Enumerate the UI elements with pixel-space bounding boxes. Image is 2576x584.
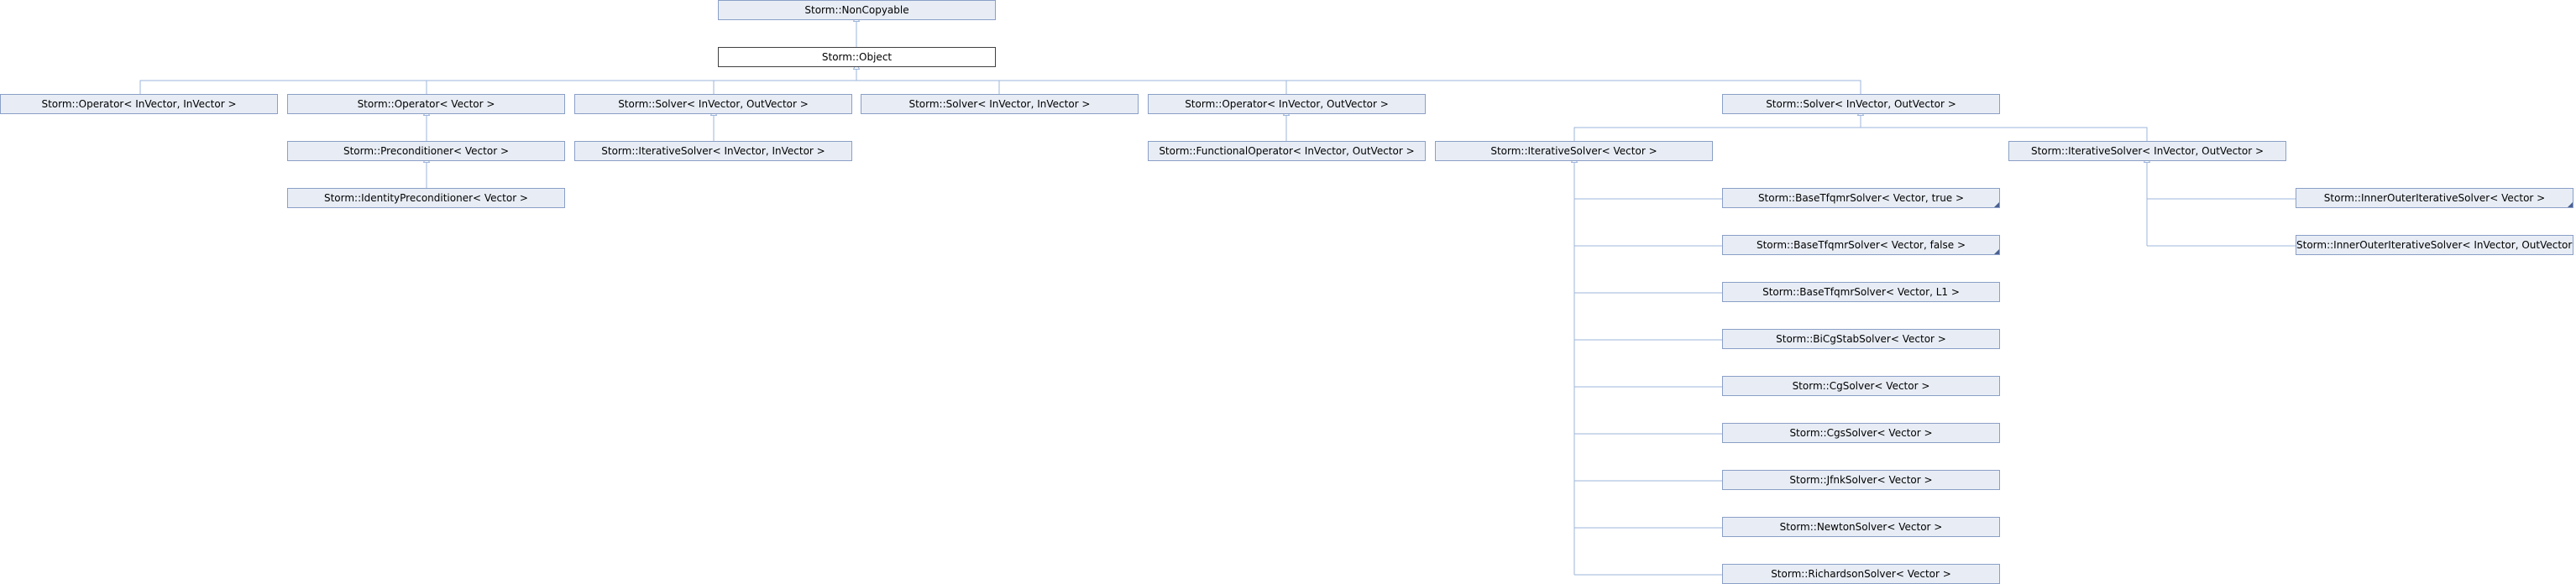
node-jfnksolver[interactable]: Storm::JfnkSolver< Vector > xyxy=(1722,470,2000,490)
edge-itervec-solvers xyxy=(1573,198,1723,576)
node-basetfqmr-l1[interactable]: Storm::BaseTfqmrSolver< Vector, L1 > xyxy=(1722,282,2000,302)
node-cgssolver[interactable]: Storm::CgsSolver< Vector > xyxy=(1722,423,2000,443)
node-innerouter-invector-outvector[interactable]: Storm::InnerOuterIterativeSolver< InVect… xyxy=(2296,235,2573,255)
node-newtonsolver[interactable]: Storm::NewtonSolver< Vector > xyxy=(1722,517,2000,537)
node-noncopyable[interactable]: Storm::NonCopyable xyxy=(718,0,996,20)
node-object: Storm::Object xyxy=(718,47,996,67)
node-richardsonsolver[interactable]: Storm::RichardsonSolver< Vector > xyxy=(1722,564,2000,584)
node-basetfqmr-false[interactable]: Storm::BaseTfqmrSolver< Vector, false > xyxy=(1722,235,2000,255)
node-iterativesolver-invector-invector[interactable]: Storm::IterativeSolver< InVector, InVect… xyxy=(574,141,852,161)
node-iterativesolver-invector-outvector[interactable]: Storm::IterativeSolver< InVector, OutVec… xyxy=(2008,141,2286,161)
node-operator-invector-invector[interactable]: Storm::Operator< InVector, InVector > xyxy=(0,94,278,114)
node-operator-invector-outvector[interactable]: Storm::Operator< InVector, OutVector > xyxy=(1148,94,1426,114)
node-cgsolver[interactable]: Storm::CgSolver< Vector > xyxy=(1722,376,2000,396)
node-iterativesolver-vector[interactable]: Storm::IterativeSolver< Vector > xyxy=(1435,141,1713,161)
node-bicgstab[interactable]: Storm::BiCgStabSolver< Vector > xyxy=(1722,329,2000,349)
node-identitypreconditioner[interactable]: Storm::IdentityPreconditioner< Vector > xyxy=(287,188,565,208)
node-solver-invector-outvector-left[interactable]: Storm::Solver< InVector, OutVector > xyxy=(574,94,852,114)
node-solver-invector-outvector-right[interactable]: Storm::Solver< InVector, OutVector > xyxy=(1722,94,2000,114)
node-basetfqmr-true[interactable]: Storm::BaseTfqmrSolver< Vector, true > xyxy=(1722,188,2000,208)
node-functionaloperator[interactable]: Storm::FunctionalOperator< InVector, Out… xyxy=(1148,141,1426,161)
node-solver-invector-invector[interactable]: Storm::Solver< InVector, InVector > xyxy=(861,94,1139,114)
node-preconditioner-vector[interactable]: Storm::Preconditioner< Vector > xyxy=(287,141,565,161)
node-operator-vector[interactable]: Storm::Operator< Vector > xyxy=(287,94,565,114)
edge-object-children xyxy=(139,68,1861,94)
edge-iterinout-innerouter xyxy=(2146,198,2296,247)
edge-solver-iters xyxy=(1573,127,2148,141)
node-innerouter-vector[interactable]: Storm::InnerOuterIterativeSolver< Vector… xyxy=(2296,188,2573,208)
